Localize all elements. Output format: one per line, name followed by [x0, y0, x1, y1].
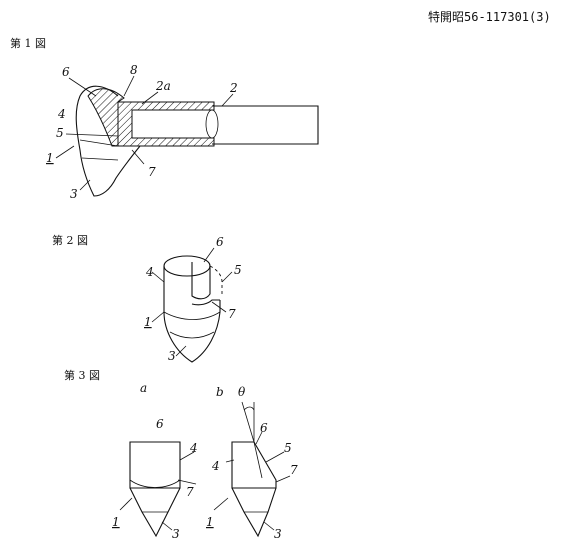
fig3-sub-b: b	[216, 385, 224, 399]
view-a-curve	[129, 479, 181, 488]
fig1-label-5: 5	[56, 126, 64, 140]
leader-3	[263, 521, 275, 531]
leader-2a	[141, 91, 159, 105]
fig3b-label-3: 3	[274, 527, 282, 541]
fig2-label-3: 3	[168, 349, 176, 363]
tip-body	[75, 85, 141, 197]
figure-2: 第 2 図 6 5 4 7 1 3	[52, 233, 242, 363]
leader-7	[211, 301, 227, 313]
leader-1	[55, 145, 75, 159]
leader-2	[221, 93, 234, 107]
fig3b-label-1: 1	[206, 515, 214, 529]
leader-4	[179, 451, 195, 461]
fig3b-label-4: 4	[211, 459, 220, 473]
fig1-label-1: 1	[46, 151, 54, 165]
figure-2-caption: 第 2 図	[52, 233, 88, 247]
cone-band-2	[169, 331, 215, 339]
leader-3	[161, 521, 173, 531]
cut-face	[253, 441, 263, 479]
leader-5	[65, 133, 119, 137]
fig1-label-7: 7	[148, 165, 156, 179]
fig3a-label-4: 4	[189, 441, 198, 455]
view-b-body	[231, 441, 277, 489]
fig3a-label-3: 3	[172, 527, 180, 541]
dashed-outline	[209, 265, 223, 296]
tip-edge-line	[79, 139, 119, 147]
fig1-label-2: 2	[229, 81, 238, 95]
leader-5	[265, 451, 285, 463]
cylinder-top	[163, 255, 211, 277]
leader-4	[225, 459, 235, 463]
fig2-label-5: 5	[234, 263, 242, 277]
tip-body-cylinder	[163, 266, 221, 363]
tube-inner-end	[205, 109, 219, 139]
fig2-label-6: 6	[216, 235, 224, 249]
fig3b-label-7: 7	[290, 463, 298, 477]
fig2-label-1: 1	[144, 315, 152, 329]
figure-3: 第 3 図 a b 6 4 7 1 3	[64, 368, 298, 541]
view-a-body	[129, 441, 181, 489]
tube-body	[212, 105, 319, 145]
leader-6	[68, 77, 97, 97]
fig2-label-4: 4	[145, 265, 154, 279]
tube-wall-hatched	[117, 101, 215, 147]
fig3b-label-5: 5	[284, 441, 292, 455]
leader-3	[79, 179, 91, 191]
cone-band-1	[163, 311, 221, 320]
leader-1	[151, 311, 165, 323]
fig3a-label-1: 1	[112, 515, 120, 529]
figure-1-caption: 第 1 図	[10, 36, 46, 50]
leader-7	[177, 479, 197, 485]
fig3b-label-theta: θ	[238, 385, 246, 399]
leader-7	[131, 149, 145, 165]
fig3-view-a: 6 4 7 1 3	[112, 417, 198, 541]
theta-line	[241, 401, 255, 443]
cutaway-face	[191, 299, 220, 306]
fig3b-label-6: 6	[260, 421, 268, 435]
view-a-cone	[129, 487, 181, 538]
leader-5	[221, 271, 233, 283]
fig1-label-8: 8	[130, 63, 138, 77]
fig3-sub-a: a	[140, 381, 147, 395]
figure-1: 第 1 図 6 8 2a 2 4 5 1 7 3	[10, 36, 319, 201]
fig3a-label-6: 6	[156, 417, 164, 431]
fig3a-label-7: 7	[186, 485, 194, 499]
cap-hatched	[87, 88, 125, 147]
fig1-label-3: 3	[70, 187, 78, 201]
leader-4	[151, 271, 165, 283]
figure-3-caption: 第 3 図	[64, 368, 100, 382]
leader-8	[123, 75, 135, 97]
leader-1	[213, 497, 229, 511]
fig1-label-6: 6	[62, 65, 70, 79]
view-b-cone	[231, 487, 277, 538]
theta-arc	[243, 406, 255, 411]
fig3-view-b: θ 6 5 4 7 1 3	[206, 385, 298, 541]
tip-band-line	[81, 157, 119, 161]
fig1-label-4: 4	[57, 107, 66, 121]
leader-6	[255, 431, 263, 445]
publication-number: 特開昭56-117301(3)	[428, 9, 551, 24]
leader-6	[203, 247, 215, 263]
cutaway	[191, 262, 211, 300]
leader-1	[119, 497, 133, 511]
leader-7	[275, 475, 291, 483]
fig1-label-2a: 2a	[155, 79, 171, 93]
fig2-label-7: 7	[228, 307, 236, 321]
leader-3	[175, 345, 187, 357]
